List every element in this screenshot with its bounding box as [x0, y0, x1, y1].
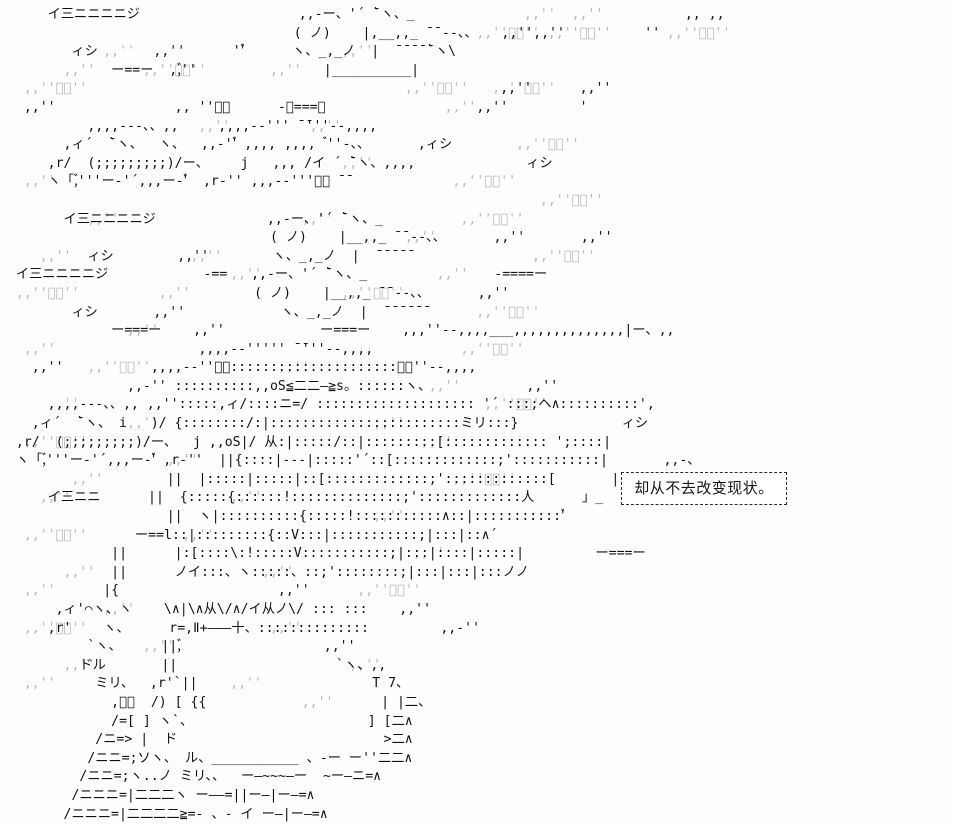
subtitle-box: 却从不去改变现状。 [621, 472, 787, 505]
ascii-art-stage: ,,'' ,,'' ,,''゙゙'' ,,''゙゙'' ,,''゙゙'' ,,'… [15, 7, 787, 822]
subtitle-text: 却从不去改变现状。 [634, 479, 774, 497]
